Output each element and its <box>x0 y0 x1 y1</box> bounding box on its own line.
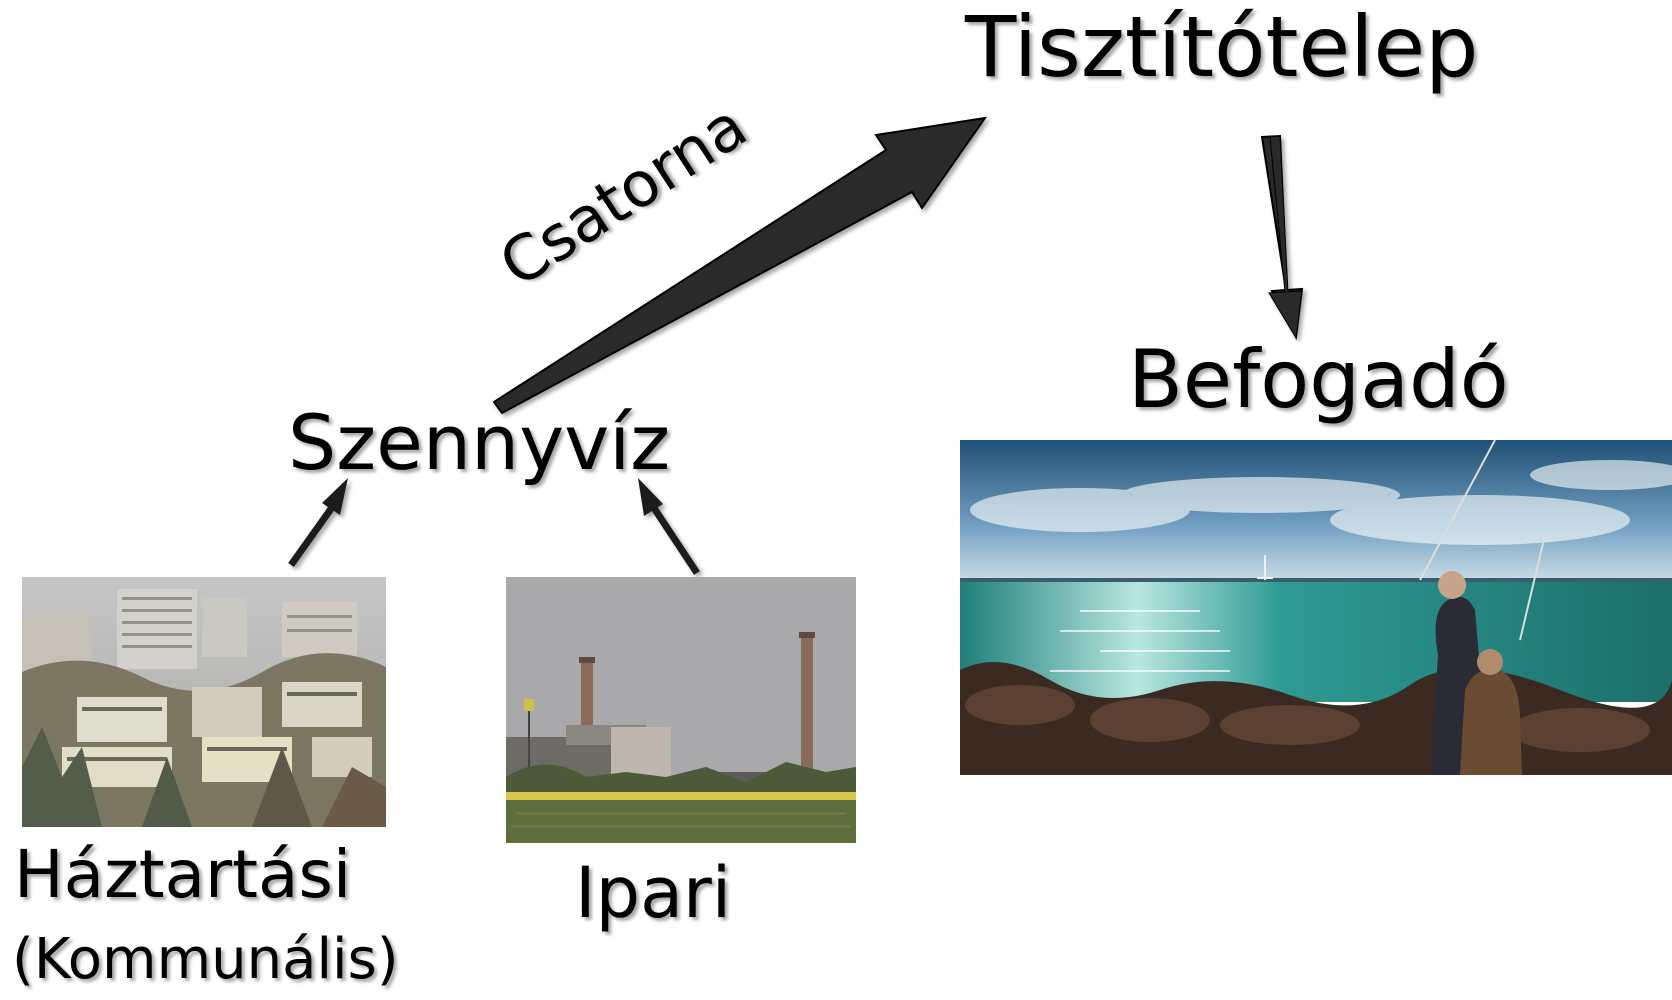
lake-photo <box>960 440 1672 775</box>
sewer-arrow <box>492 116 988 415</box>
treatment-plant-label: Tisztítótelep <box>965 0 1479 96</box>
industrial-to-wastewater-arrow <box>638 478 700 575</box>
household-sub-label: (Kommunális) <box>12 927 399 992</box>
treatment-to-receiver-arrow <box>1260 134 1304 341</box>
household-label: Háztartási <box>14 836 352 913</box>
industry-photo <box>506 577 856 843</box>
household-photo <box>22 577 386 827</box>
wastewater-label: Szennyvíz <box>288 398 671 487</box>
household-to-wastewater-arrow <box>288 478 348 568</box>
industrial-label: Ipari <box>575 852 732 934</box>
receiver-label: Befogadó <box>1128 333 1509 426</box>
